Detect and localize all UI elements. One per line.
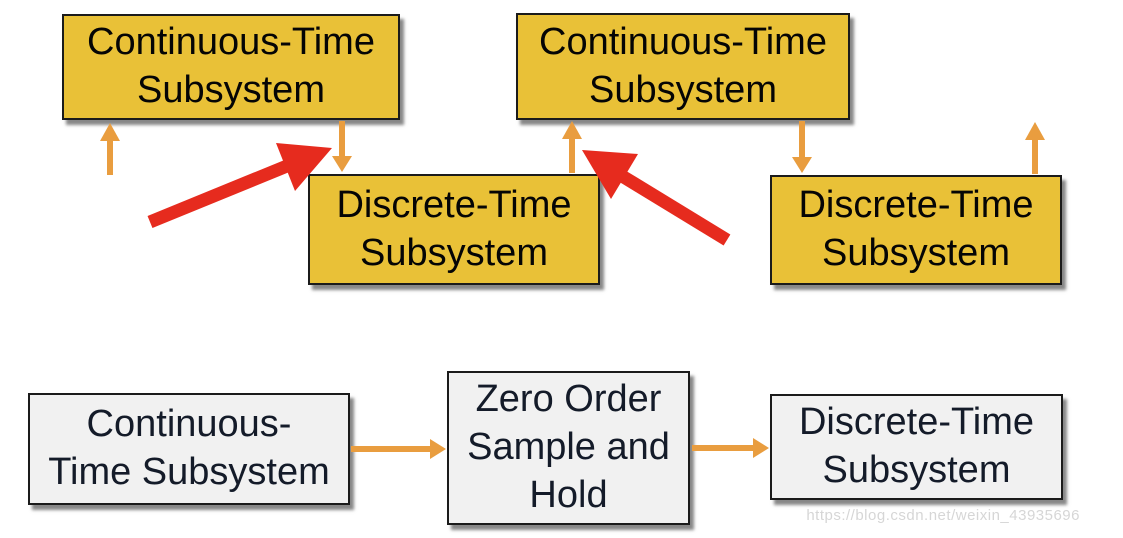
discrete-time-subsystem-box-top-right: Discrete-Time Subsystem [770,175,1062,285]
discrete-time-subsystem-box-bottom: Discrete-Time Subsystem [770,394,1063,500]
continuous-time-subsystem-box-top-left: Continuous-Time Subsystem [62,14,400,120]
box-label: Continuous- Time Subsystem [48,403,330,493]
red-highlight-arrow-icon [582,150,731,246]
red-highlight-arrow-icon [147,143,332,229]
signal-up-arrow-icon [1025,122,1045,174]
signal-right-arrow-icon [692,438,769,458]
box-label: Discrete-Time Subsystem [798,184,1034,274]
signal-down-arrow-icon [332,121,352,172]
box-label: Continuous-Time Subsystem [539,20,827,111]
signal-down-arrow-icon [792,121,812,173]
discrete-time-subsystem-box-top-left: Discrete-Time Subsystem [308,174,600,285]
box-label: Zero Order Sample and Hold [467,378,670,516]
box-label: Continuous-Time Subsystem [87,21,375,111]
watermark-url: https://blog.csdn.net/weixin_43935696 [806,507,1080,524]
box-label: Discrete-Time Subsystem [336,183,572,274]
box-label: Discrete-Time Subsystem [798,401,1035,491]
signal-up-arrow-icon [562,121,582,173]
continuous-time-subsystem-box-bottom: Continuous- Time Subsystem [28,393,350,505]
signal-up-arrow-icon [100,123,120,175]
zero-order-sample-and-hold-box: Zero Order Sample and Hold [447,371,690,525]
continuous-time-subsystem-box-top-right: Continuous-Time Subsystem [516,13,850,120]
signal-right-arrow-icon [351,439,446,459]
